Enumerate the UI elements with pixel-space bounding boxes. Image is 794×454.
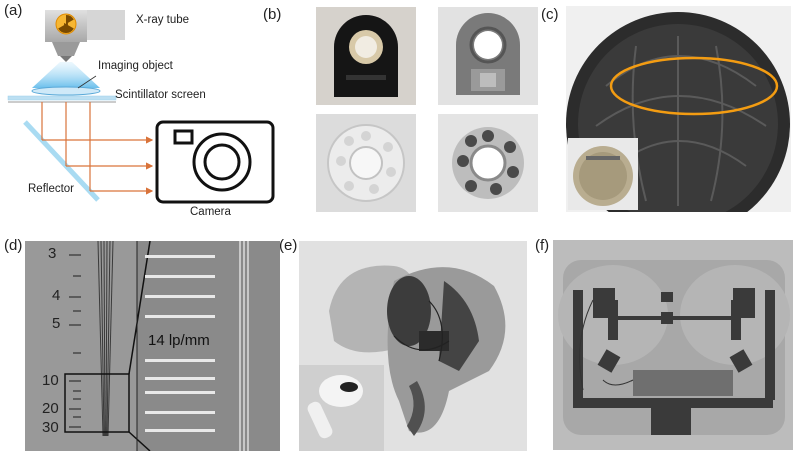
zoom-box: [64, 373, 130, 433]
xray-device: [553, 240, 793, 450]
label-imaging-object: Imaging object: [98, 60, 173, 72]
highlight-ellipse: [609, 56, 779, 116]
photo-clear-bearing: [316, 114, 416, 212]
panel-label-e: (e): [279, 237, 298, 254]
xray-beam: [32, 62, 100, 88]
inset-photo-earbud: [299, 365, 384, 451]
reflector-mirror: [23, 120, 100, 202]
xray-badge: [566, 6, 791, 212]
resolution-label: 14 lp/mm: [148, 332, 210, 349]
scale-label-4: 4: [52, 287, 61, 304]
scale-label-30: 30: [42, 419, 59, 436]
label-reflector: Reflector: [28, 183, 75, 195]
scale-label-5: 5: [52, 315, 61, 332]
xray-black-part: [438, 7, 538, 105]
scale-label-10: 10: [42, 372, 59, 389]
resolution-chart: [25, 241, 280, 451]
xray-earbud: [299, 241, 527, 451]
schematic-diagram: [7, 10, 275, 204]
label-camera: Camera: [190, 206, 231, 218]
xray-bearing: [438, 114, 538, 212]
scale-label-20: 20: [42, 400, 59, 417]
label-scintillator-screen: Scintillator screen: [115, 89, 206, 101]
scintillator-screen: [7, 95, 117, 101]
photo-black-part: [316, 7, 416, 105]
label-xray-tube: X-ray tube: [136, 14, 190, 26]
panel-label-a: (a): [4, 2, 23, 19]
inset-photo-badge: [568, 138, 638, 210]
panel-label-f: (f): [535, 237, 550, 254]
scale-label-3: 3: [48, 245, 57, 262]
panel-label-b: (b): [263, 6, 282, 23]
panel-label-d: (d): [4, 237, 23, 254]
radiation-icon: [55, 13, 77, 35]
camera-icon: [155, 120, 275, 204]
panel-label-c: (c): [541, 6, 559, 23]
imaging-object: [31, 86, 101, 96]
